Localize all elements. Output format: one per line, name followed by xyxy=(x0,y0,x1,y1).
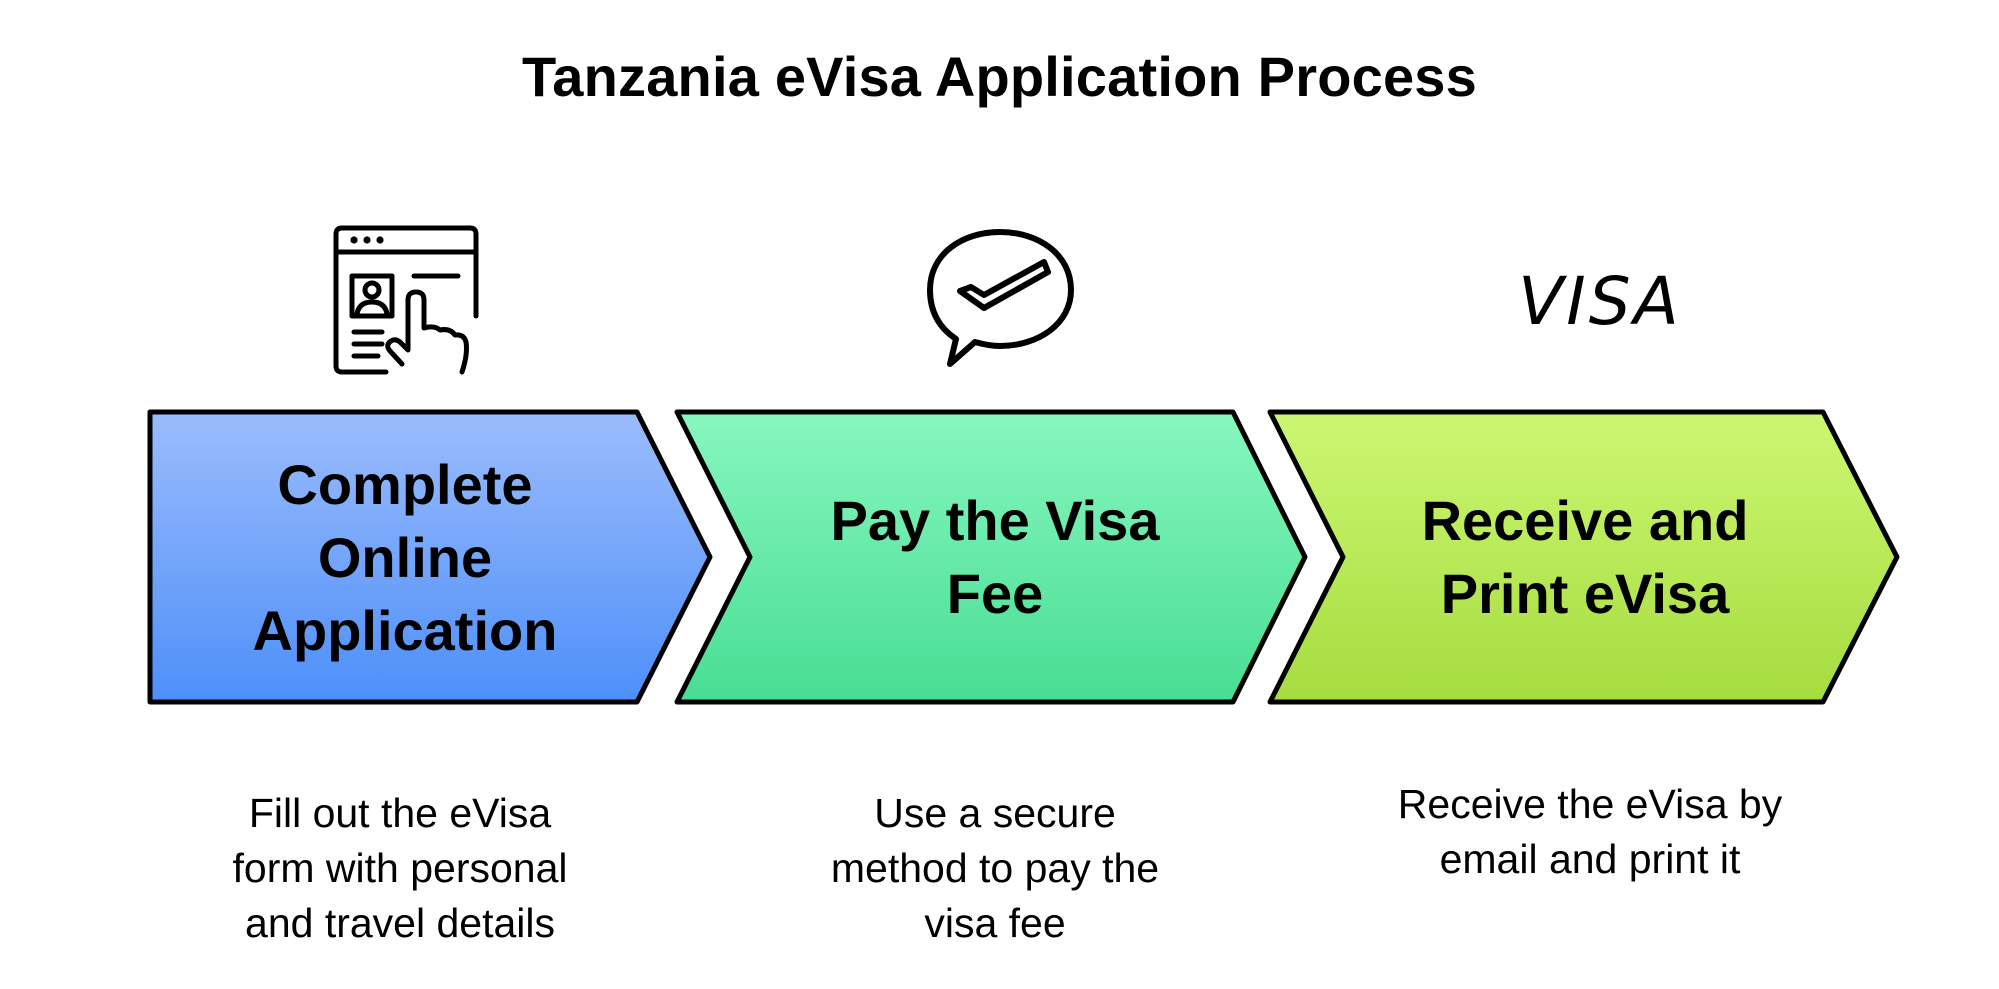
step-3-arrow xyxy=(1267,409,1900,705)
step-1-arrow xyxy=(147,409,713,705)
step-3-label: Receive and Print eVisa xyxy=(1421,489,1749,625)
step-1-description: Fill out the eVisa form with personal an… xyxy=(232,790,568,946)
online-form-hand-icon xyxy=(333,225,479,375)
step-1-label: Complete Online Application xyxy=(252,452,558,662)
step-2-label: Pay the Visa Fee xyxy=(830,489,1160,625)
step-2-description: Use a secure method to pay the visa fee xyxy=(830,790,1160,946)
diagram-title: Tanzania eVisa Application Process xyxy=(522,45,1477,108)
chat-checkmark-icon xyxy=(927,229,1074,367)
visa-logo-text: VISA xyxy=(1518,263,1682,336)
visa-logo-icon: VISA xyxy=(1518,263,1682,336)
step-3-description: Receive the eVisa by email and print it xyxy=(1397,781,1783,882)
step-2-arrow xyxy=(674,409,1308,705)
